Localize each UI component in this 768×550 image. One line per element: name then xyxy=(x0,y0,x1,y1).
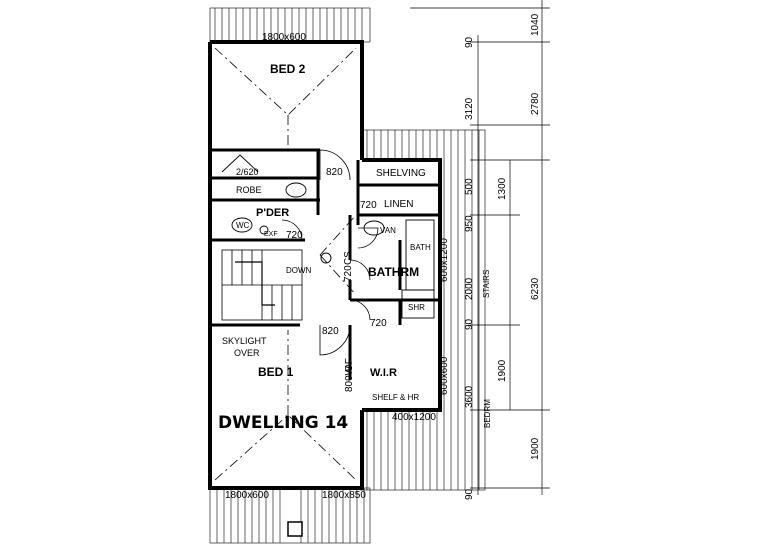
fixtures xyxy=(221,154,435,319)
window-label-wir-bottom: 400x1200 xyxy=(392,412,436,423)
downpipe-icon xyxy=(287,521,303,537)
skylight-label: SKYLIGHT xyxy=(222,336,267,346)
shower-icon xyxy=(401,289,435,319)
fixture-label-wc: WC xyxy=(236,221,250,230)
dim-inner-3: 500 xyxy=(464,178,475,195)
basin-icon xyxy=(285,182,307,198)
dim-inner-4: 950 xyxy=(464,215,475,232)
dim-outer-5: 90 xyxy=(464,488,475,500)
dim-inner-2: 3120 xyxy=(464,97,475,120)
skylight-over-label: OVER xyxy=(234,348,260,358)
fixture-label-bath: BATH xyxy=(410,243,431,252)
door-label-pder: 720 xyxy=(286,230,303,241)
window-label-bed1-left: 1800x600 xyxy=(225,490,269,501)
dim-mid-1: 1300 xyxy=(497,177,508,200)
dim-outer-1: 1040 xyxy=(530,13,541,36)
cs-label: CS xyxy=(343,251,354,265)
stairs-side-label: STAIRS xyxy=(482,270,491,298)
room-label-bathrm: BATHRM xyxy=(368,265,419,279)
dwelling-title: DWELLING 14 xyxy=(218,413,348,433)
dim-inner-5: 2000 xyxy=(464,277,475,300)
door-label-wir: 720 xyxy=(370,318,387,329)
room-label-shelf-hr: SHELF & HR xyxy=(372,393,419,402)
dim-outer-2: 2780 xyxy=(530,92,541,115)
dimension-lines xyxy=(410,0,550,495)
stairs xyxy=(221,249,303,321)
vanity-basin-icon xyxy=(363,220,385,236)
fixture-label-shr: SHR xyxy=(408,303,425,312)
external-walls xyxy=(208,40,442,490)
room-label-robe: ROBE xyxy=(236,185,262,195)
eave-hatch-top xyxy=(209,7,371,43)
door-swings xyxy=(281,149,379,356)
window-label-bath: 600x1200 xyxy=(439,238,450,282)
stairs-label-down: DOWN xyxy=(286,266,312,275)
toilet-icon xyxy=(231,217,253,233)
window-label-bed1-right: 1800x850 xyxy=(322,490,366,501)
fixture-label-exf: EXF xyxy=(264,231,278,238)
bedrm-side-label: BEDRM xyxy=(483,399,492,428)
room-label-linen: LINEN xyxy=(384,199,413,210)
room-label-bed2: BED 2 xyxy=(270,62,306,76)
room-label-shelving: SHELVING xyxy=(376,168,426,179)
dim-outer-3: 6230 xyxy=(530,277,541,300)
dim-outer-4: 1900 xyxy=(530,437,541,460)
eave-hatch-bottom xyxy=(209,487,371,544)
window-label-wir-side: 600x600 xyxy=(439,356,450,395)
door-label-linen: 720 xyxy=(360,200,377,211)
window-label-bed2: 1800x600 xyxy=(262,32,306,43)
dim-inner-6: 90 xyxy=(464,318,475,330)
exhaust-fan-icon xyxy=(259,225,269,235)
robe-size-label: 2/620 xyxy=(236,167,259,177)
of-label: OF xyxy=(344,358,355,372)
robe-doors-icon xyxy=(221,154,259,173)
internal-walls xyxy=(210,148,440,380)
room-label-pder: P'DER xyxy=(256,207,289,219)
fixture-label-van: VAN xyxy=(380,226,396,235)
dim-inner-1: 90 xyxy=(464,36,475,48)
dim-inner-7: 1900 xyxy=(497,359,508,382)
dim-inner-8: 3600 xyxy=(464,385,475,408)
room-label-bed1: BED 1 xyxy=(258,365,294,379)
smoke-detector-icon xyxy=(320,252,332,264)
door-label-bed2: 820 xyxy=(326,167,343,178)
door-label-bathrm: 720 xyxy=(343,265,354,282)
door-label-bed1: 820 xyxy=(322,326,339,337)
ceiling-lines xyxy=(214,47,357,481)
room-label-wir: W.I.R xyxy=(370,367,397,379)
door-label-bed1-side: 800W xyxy=(344,365,355,392)
